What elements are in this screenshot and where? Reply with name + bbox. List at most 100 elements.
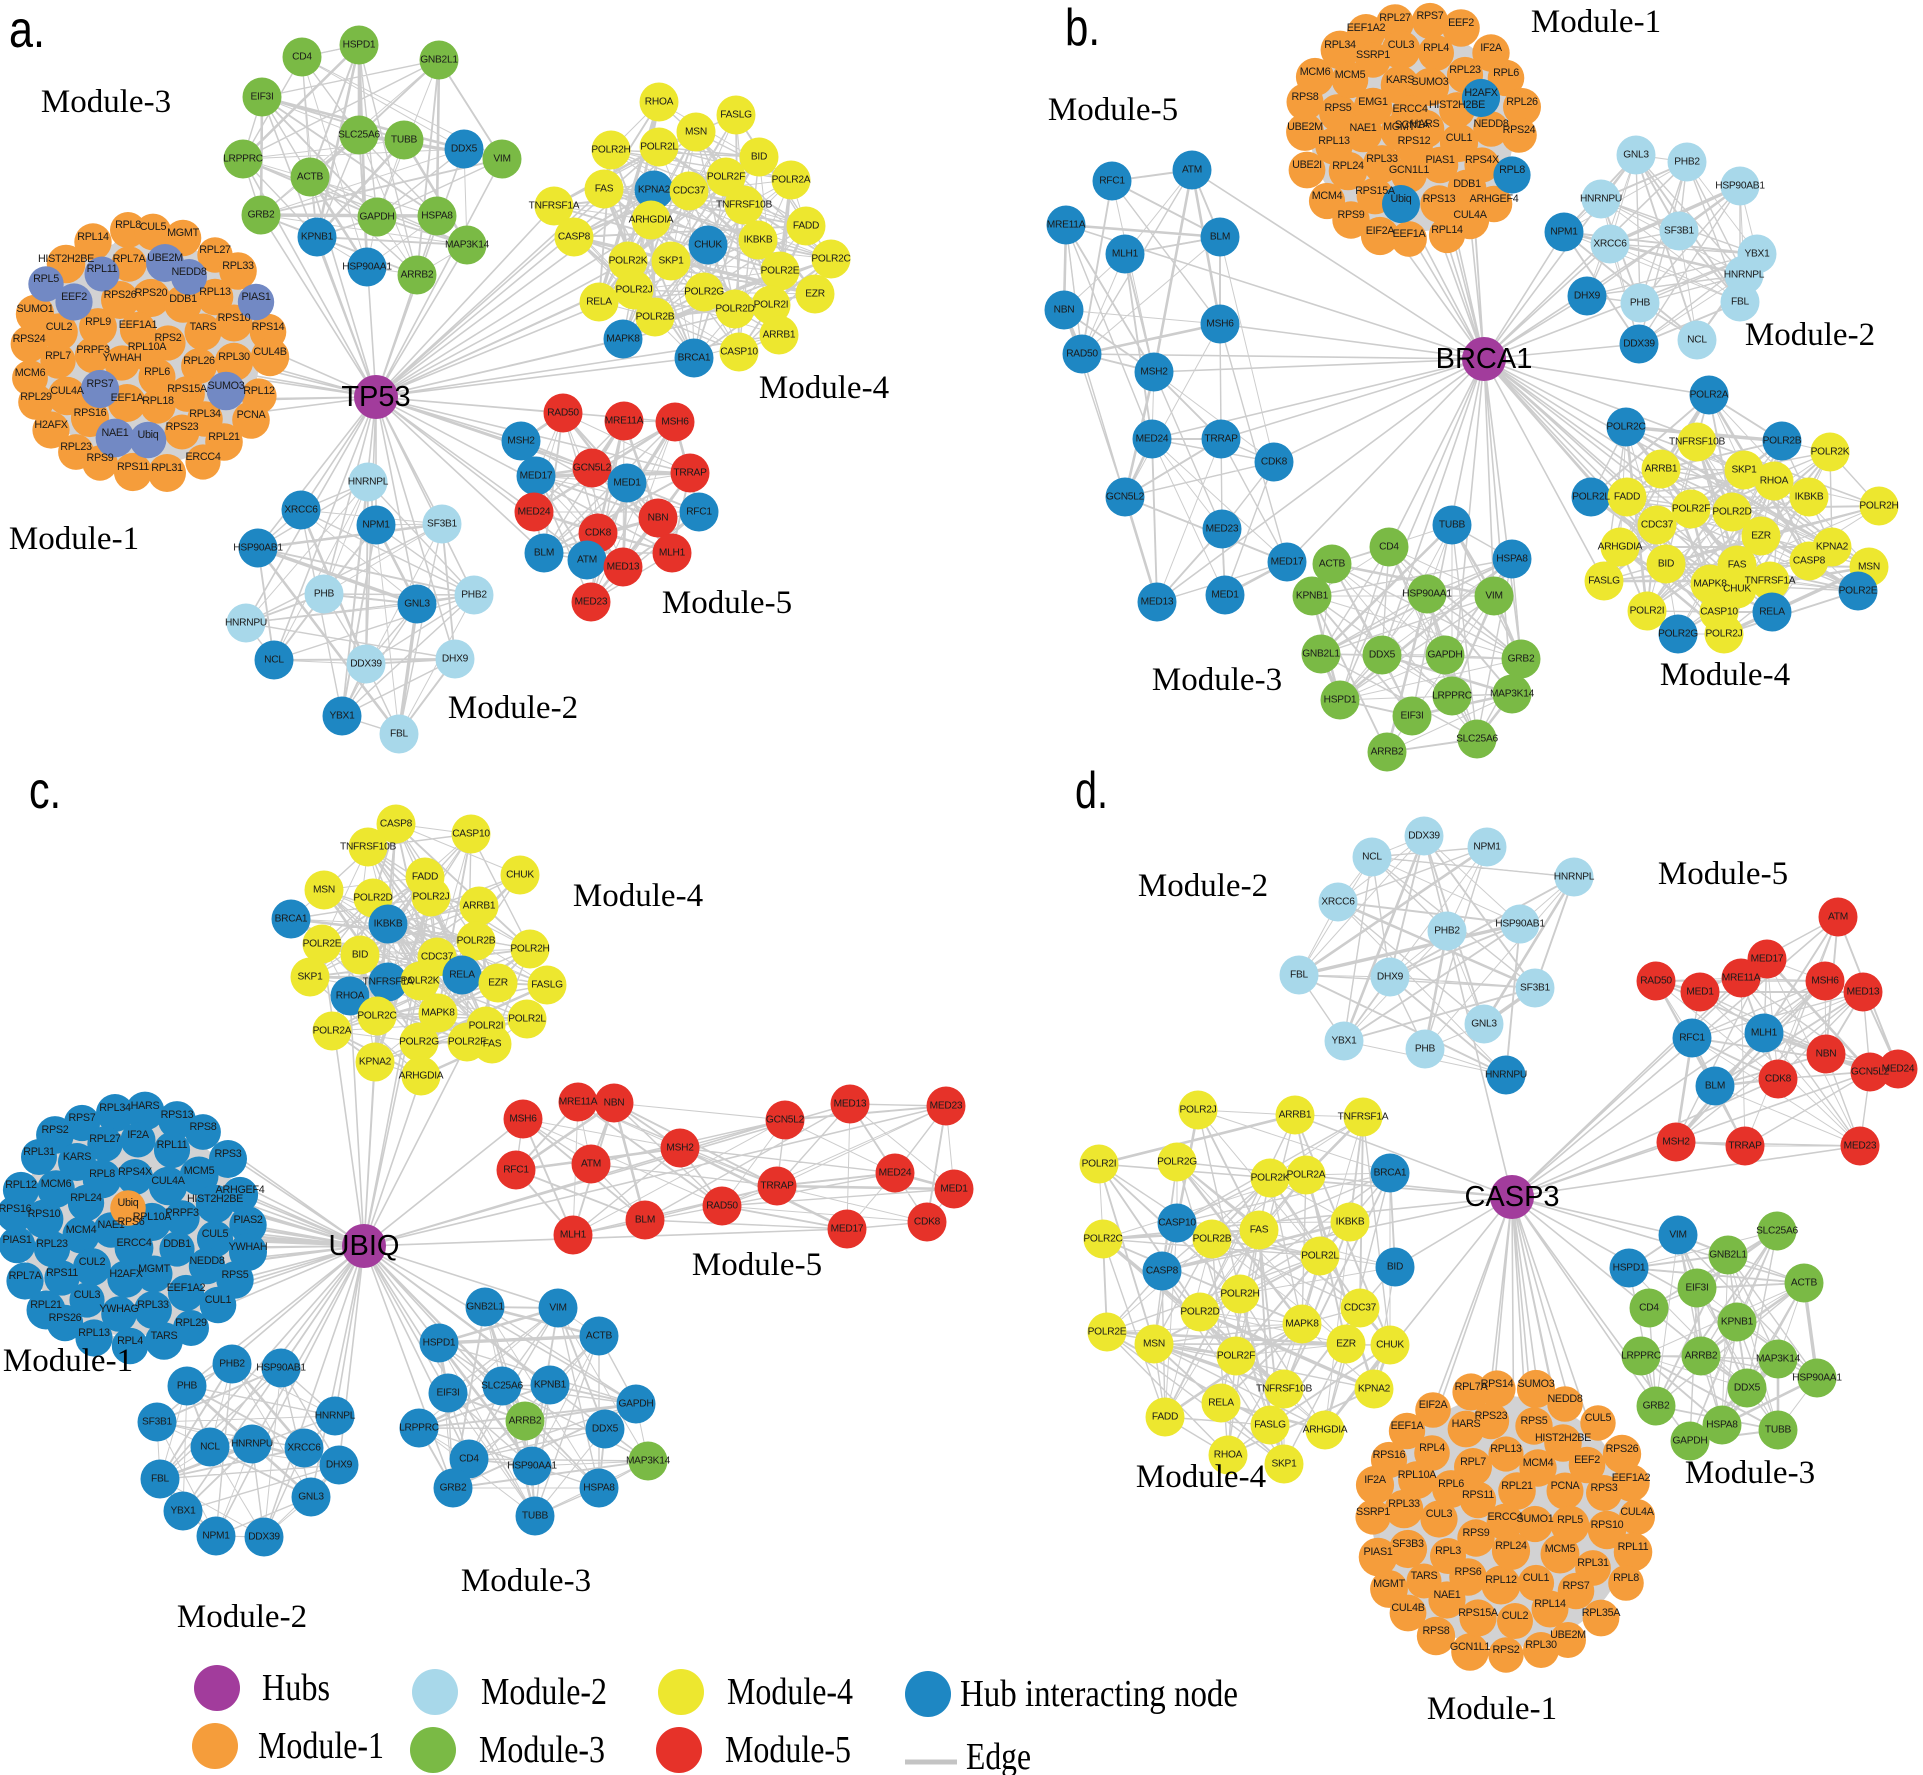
- svg-text:CUL1: CUL1: [205, 1294, 232, 1306]
- svg-text:RFC1: RFC1: [1679, 1033, 1705, 1044]
- svg-text:MED1: MED1: [613, 478, 641, 489]
- svg-text:RPL13: RPL13: [1318, 135, 1350, 147]
- svg-text:DDX5: DDX5: [451, 144, 478, 155]
- svg-text:RPS7: RPS7: [86, 378, 113, 390]
- svg-text:POLR2G: POLR2G: [1157, 1157, 1197, 1168]
- svg-text:MED23: MED23: [575, 597, 608, 608]
- svg-text:RPS15A: RPS15A: [1458, 1607, 1499, 1619]
- svg-text:MCM6: MCM6: [15, 367, 46, 379]
- svg-text:RPL27: RPL27: [89, 1133, 121, 1145]
- svg-text:MGMT: MGMT: [167, 227, 199, 239]
- svg-text:ARRB2: ARRB2: [509, 1416, 542, 1427]
- svg-text:FAS: FAS: [595, 184, 614, 195]
- svg-text:HARS: HARS: [131, 1100, 160, 1112]
- svg-text:UBE2I: UBE2I: [1292, 159, 1322, 171]
- svg-text:TARS: TARS: [190, 321, 217, 333]
- svg-text:EZR: EZR: [805, 289, 825, 300]
- svg-text:CUL3: CUL3: [74, 1289, 101, 1301]
- svg-text:RPS6: RPS6: [1454, 1566, 1481, 1578]
- svg-text:CHUK: CHUK: [1376, 1340, 1404, 1351]
- svg-text:MED1: MED1: [1211, 590, 1239, 601]
- svg-text:RPS20: RPS20: [135, 287, 168, 299]
- svg-text:ACTB: ACTB: [1791, 1278, 1818, 1289]
- svg-text:Module-1: Module-1: [1427, 1691, 1557, 1727]
- svg-text:RPL7: RPL7: [1460, 1456, 1486, 1468]
- svg-text:BLM: BLM: [1210, 232, 1230, 243]
- svg-text:RPS7: RPS7: [1416, 10, 1443, 22]
- svg-text:NPM1: NPM1: [202, 1531, 230, 1542]
- svg-text:HNRNPL: HNRNPL: [348, 477, 389, 488]
- svg-text:POLR2J: POLR2J: [412, 892, 449, 903]
- svg-text:RPS26: RPS26: [104, 289, 137, 301]
- svg-text:GAPDH: GAPDH: [1428, 650, 1463, 661]
- svg-text:GCN5L2: GCN5L2: [766, 1115, 805, 1126]
- svg-text:POLR2G: POLR2G: [684, 287, 724, 298]
- svg-text:CUL4A: CUL4A: [50, 385, 84, 397]
- svg-text:TUBB: TUBB: [1439, 520, 1466, 531]
- svg-text:POLR2G: POLR2G: [1658, 629, 1698, 640]
- svg-text:SLC25A6: SLC25A6: [1456, 734, 1498, 745]
- svg-text:NEDD8: NEDD8: [171, 266, 206, 278]
- svg-text:CD4: CD4: [292, 52, 312, 63]
- svg-text:SUMO3: SUMO3: [1518, 1378, 1555, 1390]
- svg-text:PHB2: PHB2: [219, 1359, 245, 1370]
- svg-text:RPL23: RPL23: [1449, 64, 1481, 76]
- svg-text:ARRB2: ARRB2: [401, 270, 434, 281]
- svg-text:Module-3: Module-3: [479, 1729, 605, 1771]
- svg-text:UBE2M: UBE2M: [1287, 121, 1323, 133]
- svg-text:BRCA1: BRCA1: [1374, 1168, 1407, 1179]
- svg-text:RPS2: RPS2: [154, 332, 181, 344]
- svg-text:POLR2H: POLR2H: [510, 944, 549, 955]
- svg-text:FBL: FBL: [1290, 970, 1309, 981]
- svg-text:SLC25A6: SLC25A6: [481, 1381, 523, 1392]
- svg-text:PIAS1: PIAS1: [241, 291, 270, 303]
- svg-text:NBN: NBN: [1054, 305, 1075, 316]
- svg-text:MED17: MED17: [1751, 954, 1784, 965]
- svg-text:CUL1: CUL1: [1446, 132, 1473, 144]
- svg-text:ARRB1: ARRB1: [463, 901, 496, 912]
- svg-text:PHB2: PHB2: [1674, 157, 1700, 168]
- svg-text:YWHAG: YWHAG: [99, 1303, 138, 1315]
- svg-text:DHX9: DHX9: [442, 654, 469, 665]
- svg-text:SF3B1: SF3B1: [1520, 983, 1550, 994]
- svg-text:XRCC6: XRCC6: [284, 505, 318, 516]
- svg-text:RPL8: RPL8: [1613, 1572, 1639, 1584]
- svg-text:CD4: CD4: [1379, 542, 1399, 553]
- svg-text:DDX39: DDX39: [350, 659, 382, 670]
- svg-text:DDX5: DDX5: [1369, 650, 1396, 661]
- svg-text:CDC37: CDC37: [1641, 520, 1674, 531]
- svg-text:RPL3: RPL3: [1435, 1545, 1461, 1557]
- svg-text:IKBKB: IKBKB: [744, 235, 773, 246]
- svg-text:MSN: MSN: [1143, 1339, 1165, 1350]
- svg-text:EEF2: EEF2: [61, 291, 87, 303]
- svg-text:MCM4: MCM4: [1523, 1457, 1554, 1469]
- svg-text:TRRAP: TRRAP: [760, 1181, 794, 1192]
- svg-text:GAPDH: GAPDH: [360, 212, 395, 223]
- svg-text:ARHGEF4: ARHGEF4: [216, 1184, 265, 1196]
- svg-text:POLR2C: POLR2C: [811, 254, 850, 265]
- svg-text:RPL6: RPL6: [1493, 67, 1519, 79]
- svg-text:MRE11A: MRE11A: [1722, 973, 1761, 984]
- svg-text:CASP10: CASP10: [452, 829, 490, 840]
- svg-text:CDK8: CDK8: [914, 1217, 941, 1228]
- svg-text:RPS10: RPS10: [28, 1208, 61, 1220]
- svg-text:FAS: FAS: [1728, 560, 1747, 571]
- svg-text:TRRAP: TRRAP: [673, 468, 707, 479]
- svg-text:POLR2B: POLR2B: [1193, 1234, 1232, 1245]
- svg-text:RPS23: RPS23: [1475, 1410, 1508, 1422]
- svg-text:NBN: NBN: [1816, 1049, 1837, 1060]
- svg-text:DDX39: DDX39: [1408, 831, 1440, 842]
- svg-text:KPNB1: KPNB1: [534, 1380, 567, 1391]
- svg-text:FBL: FBL: [390, 729, 409, 740]
- svg-text:FASLG: FASLG: [531, 980, 563, 991]
- svg-text:EEF1A: EEF1A: [1391, 1420, 1425, 1432]
- svg-text:GCN5L2: GCN5L2: [1851, 1067, 1890, 1078]
- svg-text:MLH1: MLH1: [1112, 249, 1139, 260]
- svg-text:RPS24: RPS24: [13, 333, 46, 345]
- svg-text:SKP1: SKP1: [1271, 1459, 1297, 1470]
- svg-text:RAD50: RAD50: [706, 1201, 738, 1212]
- svg-text:NEDD8: NEDD8: [1473, 118, 1508, 130]
- svg-text:HIST2H2BE: HIST2H2BE: [1535, 1432, 1591, 1444]
- svg-text:Module-5: Module-5: [725, 1729, 851, 1771]
- svg-text:EZR: EZR: [1336, 1339, 1356, 1350]
